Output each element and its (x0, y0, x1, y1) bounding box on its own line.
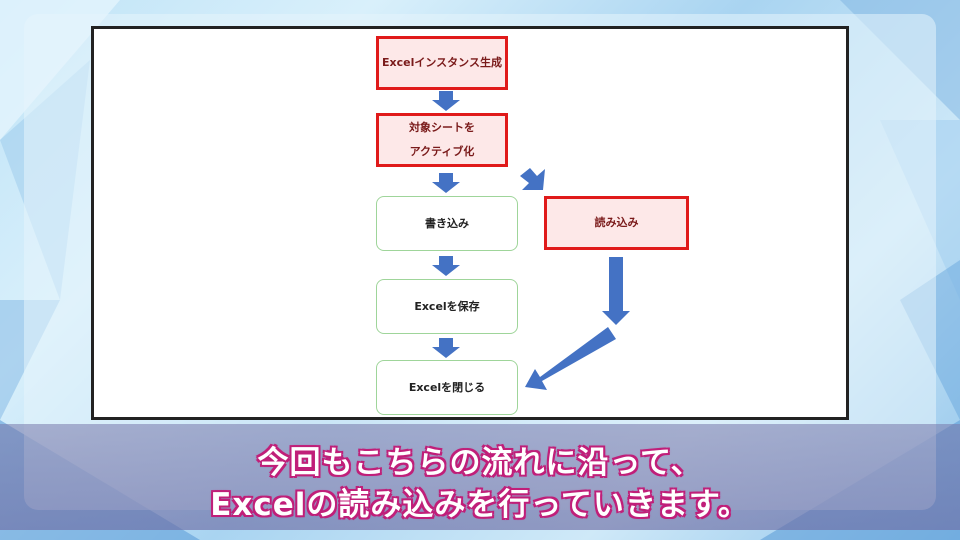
node-save-label: Excelを保存 (414, 299, 480, 313)
node-activate-sheet-label-1: 対象シートを (409, 121, 475, 134)
arrow-create-to-activate (432, 91, 460, 111)
node-read: 読み込み (544, 196, 689, 250)
subtitle-line-2: Excelの読み込みを行っていきます。 (209, 486, 750, 524)
node-activate-sheet: 対象シートを アクティブ化 (376, 113, 508, 167)
node-create-instance-label: Excelインスタンス生成 (382, 56, 502, 69)
node-close: Excelを閉じる (376, 360, 518, 415)
node-write: 書き込み (376, 196, 518, 251)
node-create-instance: Excelインスタンス生成 (376, 36, 508, 90)
arrow-activate-to-write (432, 173, 460, 193)
arrow-save-to-close (432, 338, 460, 358)
node-save: Excelを保存 (376, 279, 518, 334)
flowchart-canvas: Excelインスタンス生成 対象シートを アクティブ化 書き込み 読み込み Ex… (91, 26, 849, 420)
arrow-write-to-save (432, 256, 460, 276)
arrow-activate-to-read (520, 168, 545, 190)
node-write-label: 書き込み (425, 216, 469, 230)
node-close-label: Excelを閉じる (408, 380, 486, 394)
subtitle-line-1: 今回もこちらの流れに沿って、 (257, 444, 703, 482)
arrow-read-to-close (525, 327, 616, 390)
arrow-read-down (602, 257, 630, 325)
node-read-label: 読み込み (594, 216, 639, 229)
subtitle-band (0, 424, 960, 530)
flow-arrows (432, 91, 630, 390)
node-activate-sheet-label-2: アクティブ化 (409, 145, 475, 158)
